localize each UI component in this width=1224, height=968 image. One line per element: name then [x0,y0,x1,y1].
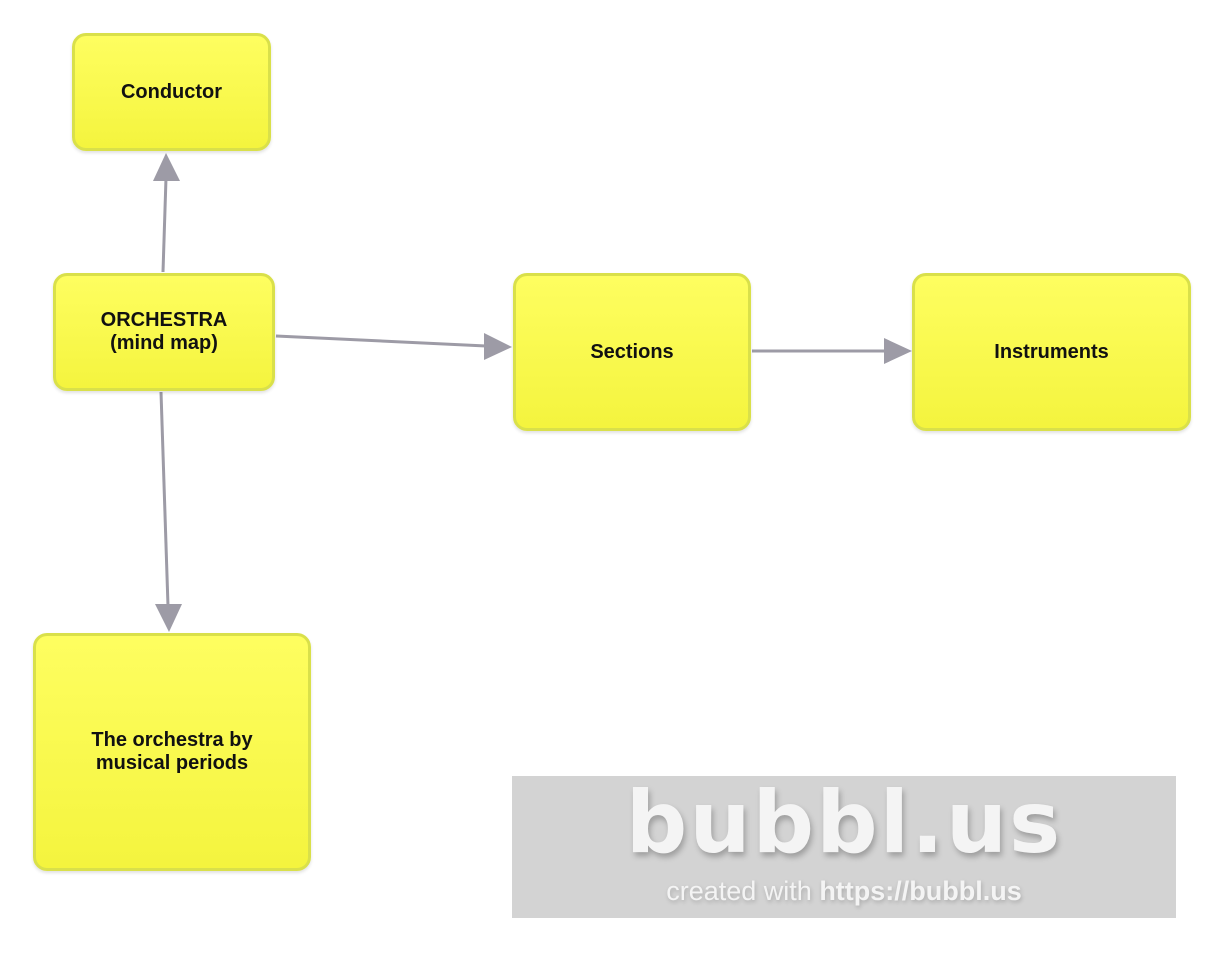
node-label: Conductor [120,80,223,103]
arrowhead-sections [484,333,512,360]
arrowhead-periods [155,604,182,632]
edge-orchestra-sections [275,334,487,348]
watermark-url[interactable]: https://bubbl.us [819,876,1022,906]
arrowhead-conductor [153,153,180,181]
node-conductor[interactable]: Conductor [72,33,271,151]
node-instruments[interactable]: Instruments [912,273,1191,431]
node-label: ORCHESTRA (mind map) [100,309,228,354]
edge-orchestra-periods [159,391,170,607]
node-sections[interactable]: Sections [513,273,751,431]
bubblus-logo: bubbl.us [625,776,1063,873]
bubblus-watermark: bubbl.us created with https://bubbl.us [512,776,1176,918]
arrowhead-instruments [884,338,912,364]
created-with-text: created with [666,876,812,906]
node-musical-periods[interactable]: The orchestra by musical periods [33,633,311,871]
node-label: Sections [590,340,674,363]
node-orchestra-root[interactable]: ORCHESTRA (mind map) [53,273,275,391]
node-label: Instruments [994,340,1109,363]
edge-orchestra-conductor [161,177,168,273]
watermark-credit: created with https://bubbl.us [512,874,1176,908]
node-label: The orchestra by musical periods [91,729,253,774]
